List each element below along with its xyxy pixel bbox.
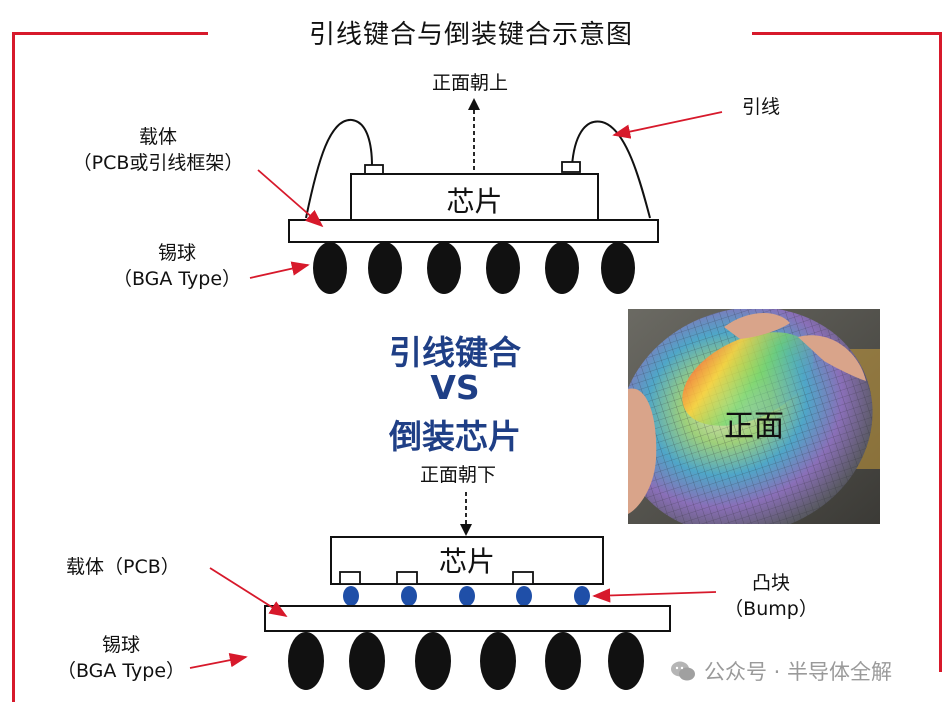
- solder-ball: [368, 242, 402, 294]
- substrate-top: [288, 219, 659, 243]
- bump-label: 凸块 （Bump）: [716, 570, 826, 622]
- wire-label: 引线: [742, 96, 781, 118]
- ball-label-line1: 锡球: [157, 242, 196, 264]
- frame-right: [939, 32, 942, 672]
- watermark-text: 公众号 · 半导体全解: [704, 660, 893, 684]
- face-up-label: 正面朝上: [432, 72, 509, 94]
- chip-bottom-label: 芯片: [438, 545, 495, 578]
- substrate-bottom: [264, 605, 671, 632]
- watermark: 公众号 · 半导体全解: [670, 656, 892, 686]
- carrier-label-line2: （PCB或引线框架）: [72, 152, 244, 174]
- wafer-face-label: 正面: [724, 409, 784, 444]
- bump-pad: [339, 571, 361, 585]
- bump: [401, 586, 417, 606]
- wechat-icon: [671, 661, 695, 681]
- bump-label-line2: （Bump）: [724, 598, 818, 620]
- solder-ball: [288, 632, 324, 690]
- solder-ball: [480, 632, 516, 690]
- solder-ball: [545, 632, 581, 690]
- ball-label-bottom-line1: 锡球: [101, 634, 140, 656]
- chip-top-label: 芯片: [446, 185, 503, 218]
- wire-right: [571, 120, 651, 219]
- chip-bottom: [330, 536, 604, 585]
- wire-bond-assembly: [249, 98, 723, 294]
- solder-ball: [427, 242, 461, 294]
- bump: [343, 586, 359, 606]
- solder-ball: [601, 242, 635, 294]
- wafer-photo: 正面: [628, 309, 880, 524]
- bump-label-line1: 凸块: [751, 572, 790, 594]
- solder-ball: [545, 242, 579, 294]
- comparison-line1: 引线键合: [389, 333, 521, 372]
- carrier-pcb-label: 载体（PCB）: [66, 556, 180, 578]
- diagram-title: 引线键合与倒装键合示意图: [308, 20, 633, 50]
- bump: [459, 586, 475, 606]
- solder-ball: [608, 632, 644, 690]
- solder-ball: [313, 242, 347, 294]
- solder-ball: [349, 632, 385, 690]
- bump-pad: [512, 571, 534, 585]
- frame-top-left: [12, 32, 208, 35]
- frame-top-right: [752, 32, 942, 35]
- comparison-line2: 倒装芯片: [389, 417, 521, 456]
- solder-ball: [415, 632, 451, 690]
- bump: [516, 586, 532, 606]
- bump-pointer-arrow: [592, 588, 717, 603]
- wire-left: [305, 118, 373, 219]
- ball-pointer-arrow-bottom: [189, 653, 248, 669]
- ball-label: 锡球 （BGA Type）: [102, 240, 252, 292]
- carrier-pcb-pointer-arrow: [209, 567, 288, 617]
- ball-label-bottom-line2: （BGA Type）: [56, 660, 186, 682]
- wire-pointer-arrow: [612, 111, 723, 139]
- flip-chip-assembly: [189, 492, 717, 690]
- carrier-label: 载体 （PCB或引线框架）: [66, 124, 250, 176]
- carrier-pointer-arrow: [257, 169, 324, 228]
- face-down-label: 正面朝下: [420, 464, 497, 486]
- ball-label-line2: （BGA Type）: [112, 268, 242, 290]
- frame-left: [12, 32, 15, 702]
- chip-top: [350, 173, 599, 221]
- bump-pad: [396, 571, 418, 585]
- wafer-illustration: [628, 309, 880, 524]
- bond-pad-right: [561, 161, 581, 173]
- carrier-label-line1: 载体: [138, 126, 177, 148]
- ball-label-bottom: 锡球 （BGA Type）: [46, 632, 196, 684]
- comparison-vs: VS: [430, 368, 480, 407]
- bump: [574, 586, 590, 606]
- solder-ball: [486, 242, 520, 294]
- ball-pointer-arrow: [249, 261, 310, 279]
